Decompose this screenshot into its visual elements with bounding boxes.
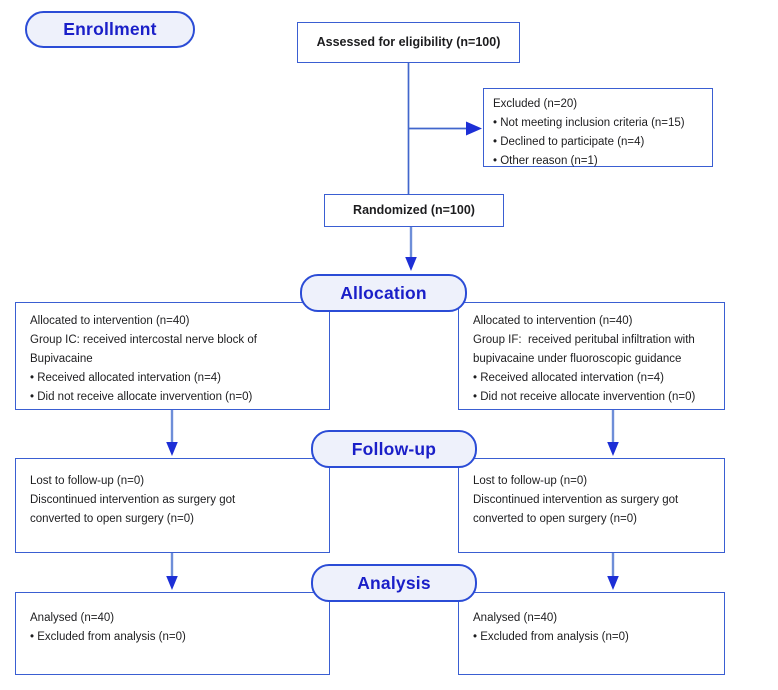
- box-line: Allocated to intervention (n=40): [30, 315, 190, 327]
- arrow-randomized-to-allocation: [405, 227, 417, 271]
- box-line: bupivacaine under fluoroscopic guidance: [473, 353, 682, 365]
- box-line: • Received allocated intervation (n=4): [473, 372, 665, 384]
- box-excluded: Excluded (n=20) • Not meeting inclusion …: [483, 88, 713, 167]
- stage-label-analysis: Analysis: [311, 564, 477, 602]
- stage-label-allocation: Allocation: [300, 274, 467, 312]
- box-line: • Did not receive allocate invervention …: [473, 391, 696, 403]
- box-allocation-right: Allocated to intervention (n=40) Group I…: [458, 302, 725, 410]
- box-line: Lost to follow-up (n=0): [473, 475, 588, 487]
- stage-label-followup: Follow-up: [311, 430, 477, 468]
- stage-label-enrollment: Enrollment: [25, 11, 195, 48]
- box-line: • Declined to participate (n=4): [493, 136, 645, 148]
- box-line: • Received allocated intervation (n=4): [30, 372, 222, 384]
- box-followup-left: Lost to follow-up (n=0) Discontinued int…: [15, 458, 330, 553]
- arrow-allocation-right-to-followup: [607, 410, 619, 456]
- stage-label-followup-text: Follow-up: [351, 438, 437, 459]
- box-allocation-left: Allocated to intervention (n=40) Group I…: [15, 302, 330, 410]
- stage-label-analysis-text: Analysis: [357, 572, 431, 593]
- box-line: Analysed (n=40): [30, 612, 115, 624]
- box-assessed-text: Assessed for eligibility (n=100): [316, 35, 501, 49]
- arrow-assessed-to-excluded: [408, 121, 482, 136]
- box-line: converted to open surgery (n=0): [473, 513, 637, 525]
- box-line: • Excluded from analysis (n=0): [30, 631, 186, 643]
- box-line: Lost to follow-up (n=0): [30, 475, 145, 487]
- box-followup-right: Lost to follow-up (n=0) Discontinued int…: [458, 458, 725, 553]
- box-line: Excluded (n=20): [493, 98, 578, 110]
- box-line: • Excluded from analysis (n=0): [473, 631, 629, 643]
- arrow-head-down-icon: [607, 576, 619, 590]
- box-assessed: Assessed for eligibility (n=100): [297, 22, 520, 63]
- arrow-head-down-icon: [166, 442, 178, 456]
- box-line: converted to open surgery (n=0): [30, 513, 194, 525]
- arrow-head-down-icon: [607, 442, 619, 456]
- box-randomized-text: Randomized (n=100): [353, 203, 475, 217]
- stage-label-allocation-text: Allocation: [340, 282, 427, 303]
- box-line: Discontinued intervention as surgery got: [30, 494, 236, 506]
- arrow-allocation-left-to-followup: [166, 410, 178, 456]
- box-line: Analysed (n=40): [473, 612, 558, 624]
- box-line: Discontinued intervention as surgery got: [473, 494, 679, 506]
- box-analysis-right: Analysed (n=40) • Excluded from analysis…: [458, 592, 725, 675]
- box-line: Group IC: received intercostal nerve blo…: [30, 334, 257, 346]
- box-line: Group IF: received peritubal infiltratio…: [473, 334, 695, 346]
- box-line: • Other reason (n=1): [493, 155, 598, 167]
- stage-label-enrollment-text: Enrollment: [63, 19, 157, 39]
- arrow-head-down-icon: [405, 257, 417, 271]
- box-line: • Did not receive allocate invervention …: [30, 391, 253, 403]
- box-line: • Not meeting inclusion criteria (n=15): [493, 117, 685, 129]
- box-line: Bupivacaine: [30, 353, 93, 365]
- box-line: Allocated to intervention (n=40): [473, 315, 633, 327]
- arrow-head-down-icon: [166, 576, 178, 590]
- box-randomized: Randomized (n=100): [324, 194, 504, 227]
- arrow-followup-left-to-analysis: [166, 553, 178, 590]
- box-analysis-left: Analysed (n=40) • Excluded from analysis…: [15, 592, 330, 675]
- arrow-head-right-icon: [466, 121, 482, 136]
- arrow-followup-right-to-analysis: [607, 553, 619, 590]
